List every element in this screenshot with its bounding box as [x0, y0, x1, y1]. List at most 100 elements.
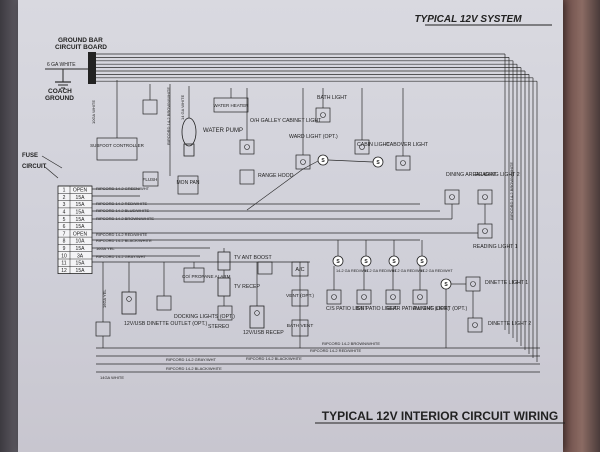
wire: [327, 159, 374, 163]
wire-label-14-2-d: 14-2 GA RED/WHT: [420, 269, 453, 273]
fuse-amperage: 15A: [76, 224, 86, 230]
cabin-light-label: CABIN LIGHT: [357, 142, 390, 148]
wire-label-bottom-black2: RIPCORD 14-2 BLACK/WHITE: [246, 356, 302, 361]
docking-light-box: [156, 295, 172, 311]
tv-ant-boost-label: TV ANT BOOST: [234, 255, 272, 261]
ground-label: GROUND: [45, 95, 74, 102]
range-hood-label: RANGE HOOD: [258, 173, 294, 179]
fuse-amperage: OPEN: [73, 231, 88, 237]
fuse-circuit-number: 12: [61, 268, 67, 274]
fuse-amperage: 15A: [76, 217, 86, 223]
bath-light-icon: [315, 107, 331, 123]
fuse-circuit-number: 2: [63, 195, 66, 201]
cs-patio-light-icon: [326, 289, 342, 305]
usb-recep-label: 12V/USB RECEP: [243, 330, 284, 336]
tv-ant-boost-box: [217, 251, 231, 271]
manual-page: [18, 0, 563, 452]
awning-light-icon: [412, 289, 428, 305]
fuse-amperage: 3A: [77, 253, 84, 259]
mon-pan-box: [177, 175, 199, 195]
subfloor-controller-box: [96, 137, 138, 161]
range-hood-box: [239, 169, 255, 185]
ac-box: [291, 261, 309, 277]
bs-patio-label: B/S PATIO LIGHT: [356, 306, 398, 312]
fuse-amperage: 15A: [76, 261, 86, 267]
vent-box: [291, 289, 309, 307]
stereo-box: [217, 305, 233, 321]
wire-label-ripcord-gw: RIPCORD 14-2 GREEN/WHT: [96, 186, 150, 191]
svg-text:S: S: [392, 259, 396, 265]
header-title: TYPICAL 12V SYSTEM: [414, 14, 522, 25]
wire-label-ripcord-blw: RIPCORD 14-2 BLACK/WHITE: [96, 238, 152, 243]
water-pump-label: WATER PUMP: [203, 128, 243, 134]
bath-light-label: BATH LIGHT: [317, 95, 348, 101]
wire-label-vertical-red: 14 GA WHITE: [180, 95, 185, 120]
ac-label: A/C: [295, 267, 304, 273]
rear-patio-label: REAR PATIO LIGHT (OPT.): [386, 306, 450, 312]
wire-label-bottom-brw: RIPCORD 14-2 BROWN/WHITE: [322, 341, 380, 346]
wire-label-16ga-yel: 16GA YEL: [96, 246, 115, 251]
subfloor-controller-label: SUBFOOT CONTROLLER: [90, 143, 144, 148]
dinette-light-2-icon: [467, 317, 483, 333]
rear-patio-light-icon: [385, 289, 401, 305]
docking-label: DOCKING LIGHTS (OPT.): [174, 314, 235, 320]
bus-lines: [92, 53, 540, 373]
fuse-circuit-number: 1: [63, 188, 66, 194]
svg-text:S: S: [420, 259, 424, 265]
wire: [246, 168, 304, 211]
wire-label-ripcord-rw: RIPCORD 14-2 RED/WHITE: [96, 201, 147, 206]
awning-label: AWNING LIGHT (OPT.): [413, 306, 467, 312]
fuse-circuit-number: 8: [63, 239, 66, 245]
reading-light-1-label: READING LIGHT 1: [473, 244, 518, 250]
wire-label-yel-v: 16GA YEL: [102, 289, 107, 308]
flush-box: [142, 171, 159, 187]
wire-label-ripcord-brw: RIPCORD 14-2 BROWN/WHITE: [96, 216, 154, 221]
bath-vent-label: BATH VENT: [287, 323, 314, 329]
fuse-circuit-number: 3: [63, 202, 66, 208]
wire-label-14-2-c: 14-2 GA RED/WHT: [392, 269, 425, 273]
wire-label-bottom-rw: RIPCORD 14-2 RED/WHITE: [310, 348, 361, 353]
ground-bar-label: GROUND BAR: [58, 37, 103, 44]
patio-switches: S S S S: [332, 255, 428, 267]
wire-label-vertical-white: 10GA WHITE: [91, 100, 96, 124]
cabin-switch-icon: [372, 156, 384, 168]
fuse-amperage: 15A: [76, 268, 86, 274]
stereo-label: STEREO: [208, 324, 229, 330]
svg-text:S: S: [364, 259, 368, 265]
cabover-light-icon: [395, 155, 411, 171]
cabover-light-label: CABOVER LIGHT: [386, 142, 429, 148]
wire-label-right-brw: RIPCORD 14-2 BROWN/WHITE: [509, 162, 514, 220]
reading-light-1-icon: [477, 223, 493, 239]
wire: [302, 159, 321, 170]
fuse-amperage: 15A: [76, 202, 86, 208]
circuit-label: CIRCUIT: [22, 164, 47, 170]
dinette-light-2-label: DINETTE LIGHT 2: [488, 321, 531, 327]
wire-label-ripcord-rw2: RIPCORD 14-2 RED/WHITE: [96, 232, 147, 237]
circuit-board-label: CIRCUIT BOARD: [55, 44, 107, 51]
wire-label-bottom-gray: RIPCORD 14-2 GRAY/WHT: [166, 357, 216, 362]
fuse-circuit-number: 10: [61, 253, 67, 259]
fuse-label: FUSE: [22, 153, 38, 159]
cs-patio-label: C/S PATIO LIGHT: [326, 306, 368, 312]
fuse-circuit-number: 5: [63, 217, 66, 223]
wire-label-14-2-a: 14-2 GA RED/WHT: [336, 269, 369, 273]
wire-label-vertical-brown: RIPCORD 14-2 BROWN/WHITE: [166, 87, 171, 145]
co-alarm-label: CO/ PROPANE ALARM: [182, 274, 231, 279]
ground-bar: [88, 52, 96, 84]
reading-light-2-label: READING LIGHT 2: [475, 172, 520, 178]
ward-light-icon: [295, 154, 311, 170]
ward-light-label: WARD LIGHT (OPT.): [289, 134, 338, 140]
vent-label: VENT (OPT.): [286, 293, 314, 299]
fuse-amperage: OPEN: [73, 188, 88, 194]
tv-recep-label: TV RECEP: [234, 284, 260, 290]
ga-white-label: 6 GA WHITE: [47, 62, 76, 68]
svg-text:S: S: [444, 282, 448, 288]
water-heater-label: WATER HEATER: [214, 103, 250, 108]
footer-title: TYPICAL 12V INTERIOR CIRCUIT WIRING: [322, 409, 558, 423]
bs-patio-light-icon: [356, 289, 372, 305]
usb-dinette-label: 12V/USB DINETTE OUTLET (OPT.): [124, 321, 207, 327]
dinette-switch-icon: [440, 278, 452, 290]
tv-recep-box: [217, 277, 231, 297]
